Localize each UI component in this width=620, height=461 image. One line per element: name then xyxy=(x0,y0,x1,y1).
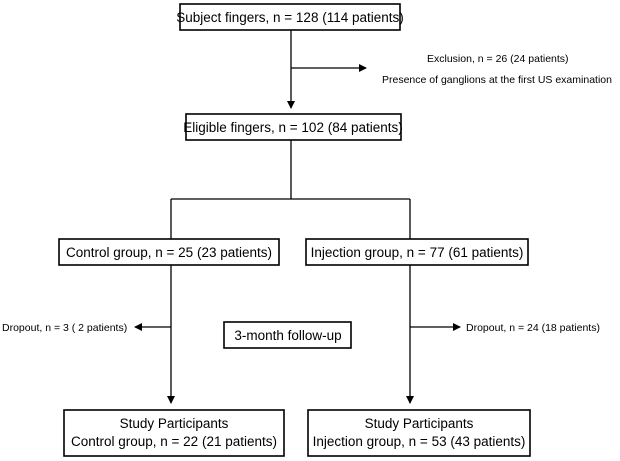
injection-group-box: Injection group, n = 77 (61 patients) xyxy=(305,238,529,266)
eligible-fingers-label: Eligible fingers, n = 102 (84 patients) xyxy=(183,120,403,135)
subject-fingers-box: Subject fingers, n = 128 (114 patients) xyxy=(176,3,404,31)
injection-participants-box: Study Participants Injection group, n = … xyxy=(307,409,531,457)
control-dropout-note: Dropout, n = 3 ( 2 patients) xyxy=(2,322,127,334)
injection-participants-title: Study Participants xyxy=(365,416,474,431)
control-participants-box: Study Participants Control group, n = 22… xyxy=(63,409,285,457)
control-group-label: Control group, n = 25 (23 patients) xyxy=(66,245,272,260)
followup-box: 3-month follow-up xyxy=(223,321,352,349)
control-participants-title: Study Participants xyxy=(120,416,229,431)
control-participants-detail: Control group, n = 22 (21 patients) xyxy=(71,434,277,449)
injection-dropout-note: Dropout, n = 24 (18 patients) xyxy=(466,322,600,334)
exclusion-note: Exclusion, n = 26 (24 patients) xyxy=(427,53,569,65)
control-group-box: Control group, n = 25 (23 patients) xyxy=(58,238,280,266)
exclusion-reason-note: Presence of ganglions at the first US ex… xyxy=(382,74,612,86)
eligible-fingers-box: Eligible fingers, n = 102 (84 patients) xyxy=(183,113,403,141)
subject-fingers-label: Subject fingers, n = 128 (114 patients) xyxy=(176,10,404,25)
injection-participants-detail: Injection group, n = 53 (43 patients) xyxy=(313,434,526,449)
injection-group-label: Injection group, n = 77 (61 patients) xyxy=(311,245,524,260)
followup-label: 3-month follow-up xyxy=(234,328,341,343)
